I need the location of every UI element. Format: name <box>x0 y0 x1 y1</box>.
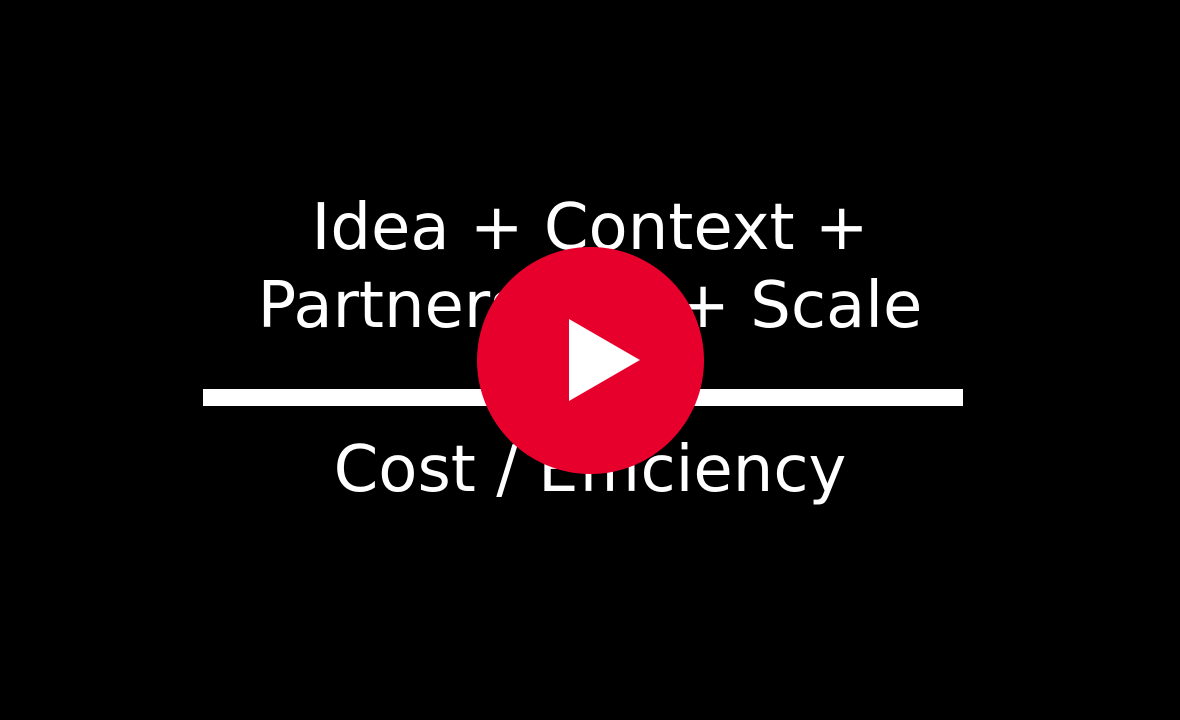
play-icon <box>569 319 640 401</box>
play-button[interactable] <box>477 247 704 474</box>
